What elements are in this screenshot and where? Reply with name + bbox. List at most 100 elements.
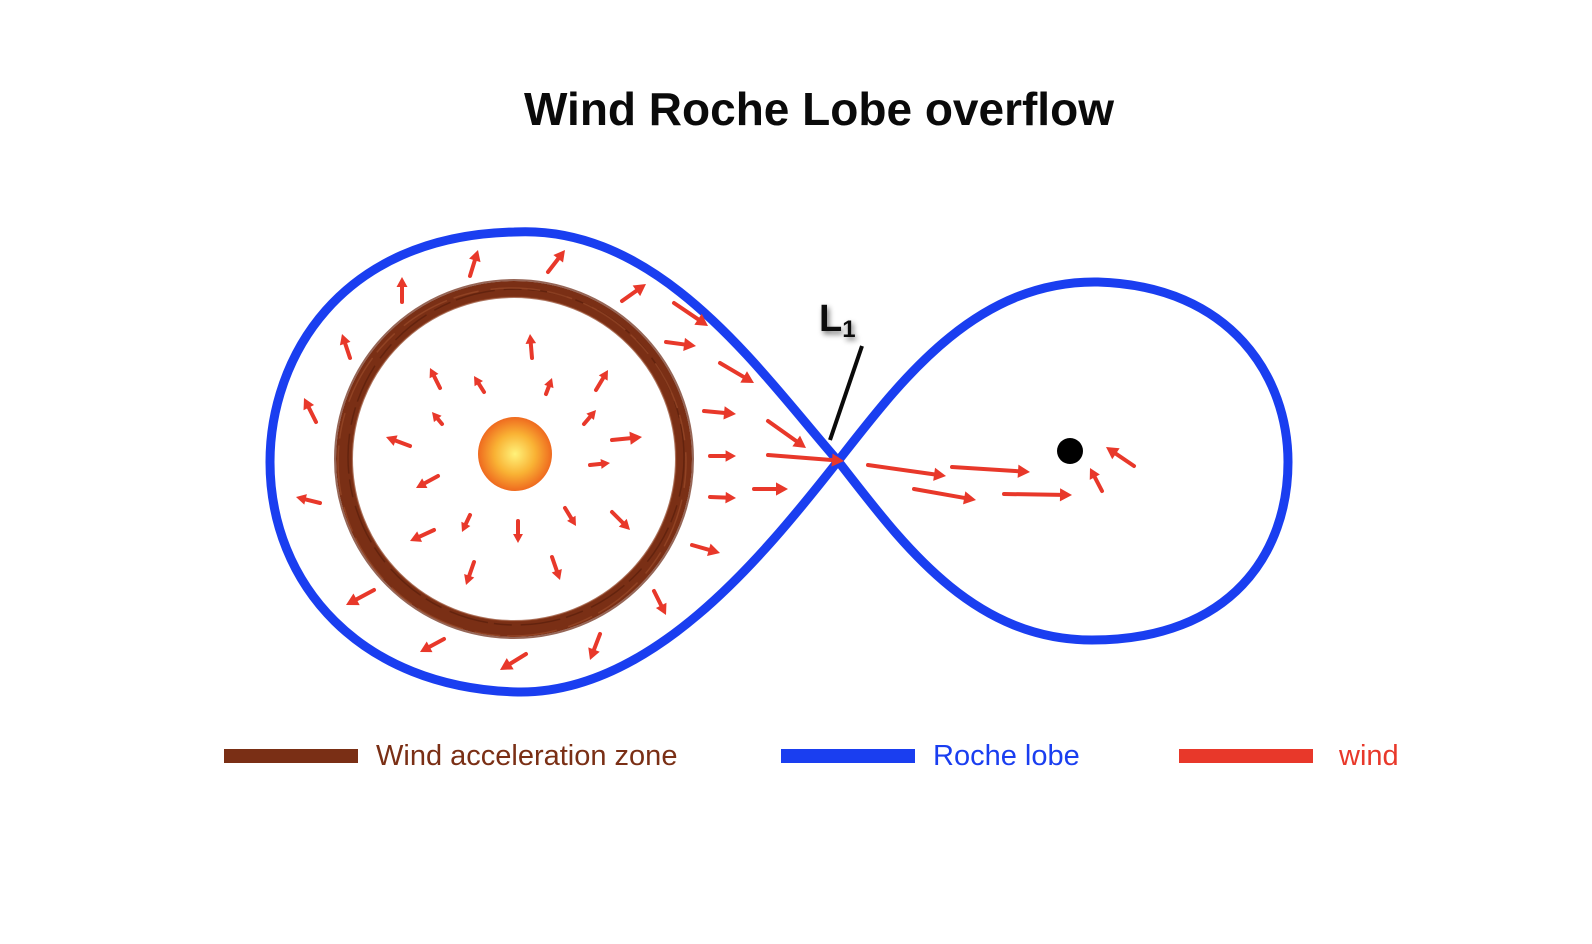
wind-arrow [690,543,720,556]
wind-arrow-head [544,378,554,389]
wind-arrow-shaft [912,487,968,501]
wind-arrow [582,410,596,426]
wind-arrow-shaft [353,588,376,602]
wind-arrow-head [429,368,439,379]
wind-arrow-shaft [766,419,800,444]
wind-arrow [652,589,667,615]
wind-arrow-head [1106,447,1120,460]
l1-subscript: 1 [842,316,855,343]
wind-arrow-head [776,482,788,496]
wind-arrow-head [432,412,442,423]
wind-arrow-shaft [528,340,534,360]
wind-arrow-shaft [582,414,593,426]
wind-arrow [296,494,322,505]
wind-arrow-shaft [342,340,352,360]
wind-arrow [1106,447,1136,468]
legend-label-acceleration-zone: Wind acceleration zone [376,739,678,772]
wind-arrow-head [1059,488,1072,502]
wind-arrow [303,398,318,424]
wind-arrow [563,506,576,526]
wind-arrow [718,361,754,383]
diagram-title: Wind Roche Lobe overflow [524,83,1114,135]
wind-arrow-head [1017,464,1030,478]
wind-arrow-shaft [507,652,528,667]
wind-arrow [461,513,472,532]
wind-arrow-head [1089,468,1100,480]
wind-arrow [544,378,554,396]
wind-arrow [610,510,630,530]
wind-arrow [500,652,528,670]
wind-arrow [513,519,523,543]
wind-arrow [432,412,444,426]
wind-arrow-shaft [546,256,561,274]
l1-main: L [819,298,842,340]
wind-arrow-shaft [766,453,836,463]
wind-arrow-shaft [421,474,440,486]
wind-arrow [1089,468,1104,493]
wind-arrow-shaft [1092,474,1104,493]
wind-arrow [672,301,708,326]
legend-label-roche-lobe: Roche lobe [933,739,1080,772]
wind-arrow [420,637,446,653]
wind-arrow-head [629,431,642,445]
legend-item-wind: wind [1179,736,1399,776]
wind-arrow-shaft [664,340,688,347]
legend-item-roche-lobe: Roche lobe [781,736,1080,776]
wind-arrow [766,419,806,448]
wind-arrow-head [416,478,428,489]
wind-arrow-shaft [620,288,640,303]
companion-object [1057,438,1083,464]
wind-arrow-shaft [610,510,626,526]
wind-arrow-head [396,277,408,287]
legend-item-acceleration-zone: Wind acceleration zone [224,736,677,776]
wind-arrow-head [600,458,610,469]
wind-acceleration-zone [334,279,694,639]
wind-arrow [588,458,610,469]
wind-arrow [866,463,946,481]
wind-arrow-head [339,334,351,346]
wind-arrow-head [464,574,475,585]
wind-arrow-head [598,370,608,381]
roche-lobe-donor [265,227,844,697]
wind-arrow-shaft [866,463,938,477]
wind-arrow-shaft [690,543,712,553]
wind-arrow [525,334,537,360]
wind-arrow-head [386,435,398,446]
wind-arrow-head [296,494,307,505]
wind-arrow-shaft [416,528,436,540]
wind-arrow [610,431,642,445]
wind-arrow-shaft [544,383,552,396]
wind-arrow-head [618,518,630,530]
wind-arrow-head [792,435,806,448]
wind-arrow-shaft [708,495,729,500]
wind-arrow [416,474,440,489]
wind-arrow [912,487,976,505]
wind-arrow-head [655,602,667,615]
wind-arrow [550,555,562,580]
wind-arrow [752,482,788,496]
wind-arrow-head [469,250,481,263]
wind-arrow-head [723,406,736,420]
wind-arrow [386,435,412,448]
wind-arrow-shaft [550,555,560,574]
wind-arrow-head [694,313,708,326]
wind-arrow-shaft [563,506,574,522]
wind-arrow [594,370,608,392]
wind-arrow-head [831,453,844,467]
roche-lobe-accretor [832,277,1293,645]
wind-arrow-shaft [431,373,442,390]
wind-arrow-shaft [610,436,634,442]
wind-arrow-head [683,337,696,351]
legend-swatch-roche-lobe [781,749,915,763]
wind-arrow-head [725,491,736,504]
wind-arrow-shaft [588,461,605,467]
wind-arrow-head [410,531,423,542]
wind-arrow-head [553,250,565,263]
wind-arrow-shaft [652,589,664,609]
wind-arrow-head [933,467,946,481]
wind-arrow-head [632,284,646,297]
wind-arrow-shaft [468,257,478,278]
wind-arrow-head [963,491,976,505]
wind-arrow [346,588,376,606]
